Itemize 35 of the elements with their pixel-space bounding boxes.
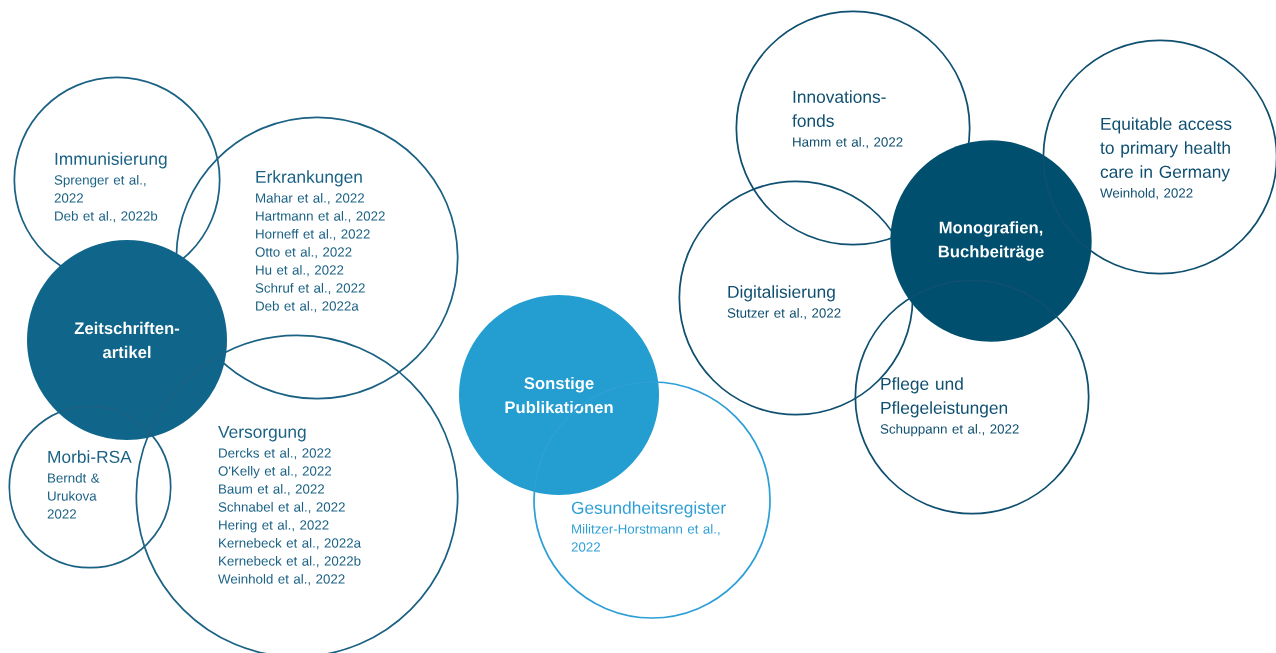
- citation: Berndt & Urukova 2022: [47, 472, 100, 519]
- citation: Militzer-Horstmann et al., 2022: [571, 523, 720, 552]
- category-label: Zeitschriften-artikel: [74, 321, 180, 359]
- citation: Otto et al., 2022: [255, 246, 352, 259]
- citation: Hu et al., 2022: [256, 264, 344, 277]
- citation: Weinhold, 2022: [1100, 187, 1193, 200]
- category-label: Sonstige Publikationen: [505, 376, 613, 414]
- citation: Deb et al., 2022a: [256, 300, 359, 313]
- citation: Hamm et al., 2022: [793, 136, 903, 149]
- topic-heading: Gesundheitsregister: [571, 501, 726, 518]
- citation: Schuppann et al., 2022: [880, 423, 1019, 437]
- citation: O'Kelly et al., 2022: [218, 465, 332, 479]
- citation: Horneff et al., 2022: [256, 228, 370, 241]
- citation: Kernebeck et al., 2022a: [219, 537, 362, 550]
- citation: Sprenger et al., 2022: [54, 174, 146, 203]
- topic-heading: Versorgung: [218, 425, 306, 442]
- topic-heading: Pflege und Pflegeleistungen: [881, 377, 1008, 418]
- citation: Baum et al., 2022: [219, 483, 325, 496]
- topic-heading: Equitable access to primary health care in Germany: [1100, 117, 1232, 182]
- citation: Stutzer et al., 2022: [727, 307, 841, 320]
- citation: Hering et al., 2022: [219, 519, 329, 533]
- topic-heading: Morbi-RSA: [48, 450, 132, 463]
- citation: Kernebeck et al., 2022b: [219, 555, 361, 568]
- citation: Schnabel et al., 2022: [218, 501, 345, 514]
- citation: Deb et al., 2022b: [55, 210, 158, 223]
- citation: Hartmann et al., 2022: [256, 210, 385, 223]
- topic-heading: Innovations-fonds: [792, 90, 886, 127]
- topic-heading: Digitalisierung: [728, 285, 835, 302]
- category-label: Monografien, Buchbeiträge: [938, 221, 1044, 261]
- citation: Schruf et al., 2022: [255, 282, 365, 295]
- citation: Dercks et al., 2022: [219, 447, 331, 460]
- citation: Mahar et al., 2022: [256, 192, 364, 205]
- topic-heading: Erkrankungen: [256, 170, 362, 187]
- topic-heading: Immunisierung: [55, 152, 167, 169]
- citation: Weinhold et al., 2022: [218, 573, 345, 586]
